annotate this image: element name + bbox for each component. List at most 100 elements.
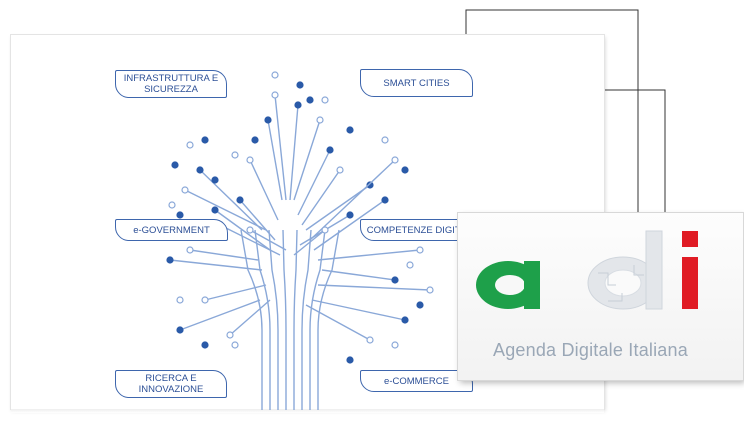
- label-text: e-GOVERNMENT: [133, 224, 210, 236]
- circuit-node: [271, 91, 279, 99]
- circuit-node: [168, 201, 176, 209]
- circuit-trace: [274, 94, 287, 201]
- circuit-node: [186, 141, 194, 149]
- circuit-node: [316, 116, 324, 124]
- connector-line-1: [465, 9, 639, 215]
- adi-logo-card: [458, 213, 743, 380]
- circuit-node: [306, 96, 314, 104]
- circuit-node: [181, 186, 189, 194]
- logo-letter-a: [476, 261, 540, 309]
- circuit-node: [336, 166, 344, 174]
- circuit-trace: [309, 159, 396, 241]
- circuit-node: [264, 116, 272, 124]
- circuit-node: [246, 156, 254, 164]
- circuit-trace: [219, 224, 281, 256]
- circuit-trace: [321, 269, 396, 281]
- label-text: SMART CITIES: [383, 77, 450, 89]
- circuit-trace: [249, 159, 279, 221]
- adi-logo-mark: [476, 230, 698, 310]
- label-smart-cities: SMART CITIES: [360, 69, 473, 97]
- circuit-trace: [289, 104, 299, 201]
- circuit-node: [391, 341, 399, 349]
- circuit-node: [366, 181, 374, 189]
- circuit-trace: [299, 214, 351, 246]
- circuit-trace: [293, 119, 321, 201]
- label-text: COMPETENZE DIGITA: [366, 224, 467, 236]
- label-line: SICUREZZA: [144, 84, 198, 95]
- circuit-trace: [179, 299, 261, 331]
- circuit-trace: [267, 119, 283, 201]
- circuit-trace: [282, 229, 287, 410]
- circuit-trace: [239, 199, 276, 241]
- circuit-trace: [169, 259, 263, 271]
- circuit-node: [211, 176, 219, 184]
- circuit-node: [201, 341, 209, 349]
- label-e-commerce: e-COMMERCE: [360, 370, 473, 392]
- circuit-node: [176, 211, 184, 219]
- circuit-node: [381, 136, 389, 144]
- circuit-trace: [229, 299, 271, 336]
- circuit-trace: [317, 284, 431, 291]
- circuit-node: [251, 136, 259, 144]
- label-e-government: e-GOVERNMENT: [115, 219, 228, 241]
- circuit-node: [246, 226, 254, 234]
- circuit-trace: [293, 229, 298, 410]
- circuit-node: [231, 341, 239, 349]
- circuit-node: [401, 166, 409, 174]
- circuit-node: [326, 146, 334, 154]
- logo-subtitle: Agenda Digitale Italiana: [493, 340, 688, 360]
- label-line: RICERCA E: [145, 373, 197, 384]
- circuit-node: [346, 356, 354, 364]
- circuit-node: [426, 286, 434, 294]
- circuit-trace: [305, 184, 371, 231]
- circuit-node: [226, 331, 234, 339]
- logo-letter-d: [587, 230, 663, 310]
- label-ricerca-innovazione: RICERCA E INNOVAZIONE: [115, 370, 227, 398]
- circuit-trace: [214, 209, 271, 251]
- circuit-node: [406, 261, 414, 269]
- circuit-trace: [297, 149, 331, 216]
- circuit-node: [294, 101, 302, 109]
- circuit-trace: [305, 304, 371, 341]
- circuit-node: [201, 296, 209, 304]
- connector-line-2: [600, 89, 666, 215]
- circuit-node: [271, 71, 279, 79]
- logo-letter-i: [682, 231, 698, 309]
- circuit-node: [176, 296, 184, 304]
- circuit-node: [296, 81, 304, 89]
- card-shadow-edge: [11, 409, 604, 413]
- circuit-node: [176, 326, 184, 334]
- circuit-node: [381, 196, 389, 204]
- circuit-node: [391, 156, 399, 164]
- circuit-trace: [301, 229, 312, 410]
- circuit-node: [346, 126, 354, 134]
- circuit-node: [231, 151, 239, 159]
- circuit-trace: [184, 189, 267, 231]
- circuit-node: [196, 166, 204, 174]
- circuit-node: [416, 301, 424, 309]
- circuit-node: [391, 276, 399, 284]
- circuit-trace: [293, 229, 326, 256]
- label-competenze-digitali: COMPETENZE DIGITA: [360, 219, 473, 241]
- circuit-trace: [317, 229, 340, 410]
- circuit-trace: [189, 249, 259, 261]
- circuit-node: [346, 211, 354, 219]
- circuit-trace: [268, 229, 279, 410]
- circuit-trace: [317, 249, 421, 261]
- circuit-trace: [204, 284, 267, 301]
- label-text: e-COMMERCE: [384, 375, 449, 387]
- circuit-trace: [311, 299, 406, 321]
- label-line: INFRASTRUTTURA E: [123, 73, 219, 84]
- label-infrastruttura-sicurezza: INFRASTRUTTURA E SICUREZZA: [115, 70, 227, 98]
- circuit-node: [321, 96, 329, 104]
- circuit-node: [211, 206, 219, 214]
- circuit-trace: [313, 199, 386, 251]
- circuit-node: [186, 246, 194, 254]
- circuit-node: [321, 226, 329, 234]
- circuit-node: [236, 196, 244, 204]
- circuit-node: [201, 136, 209, 144]
- circuit-trace: [249, 229, 287, 251]
- circuit-trace: [301, 169, 341, 226]
